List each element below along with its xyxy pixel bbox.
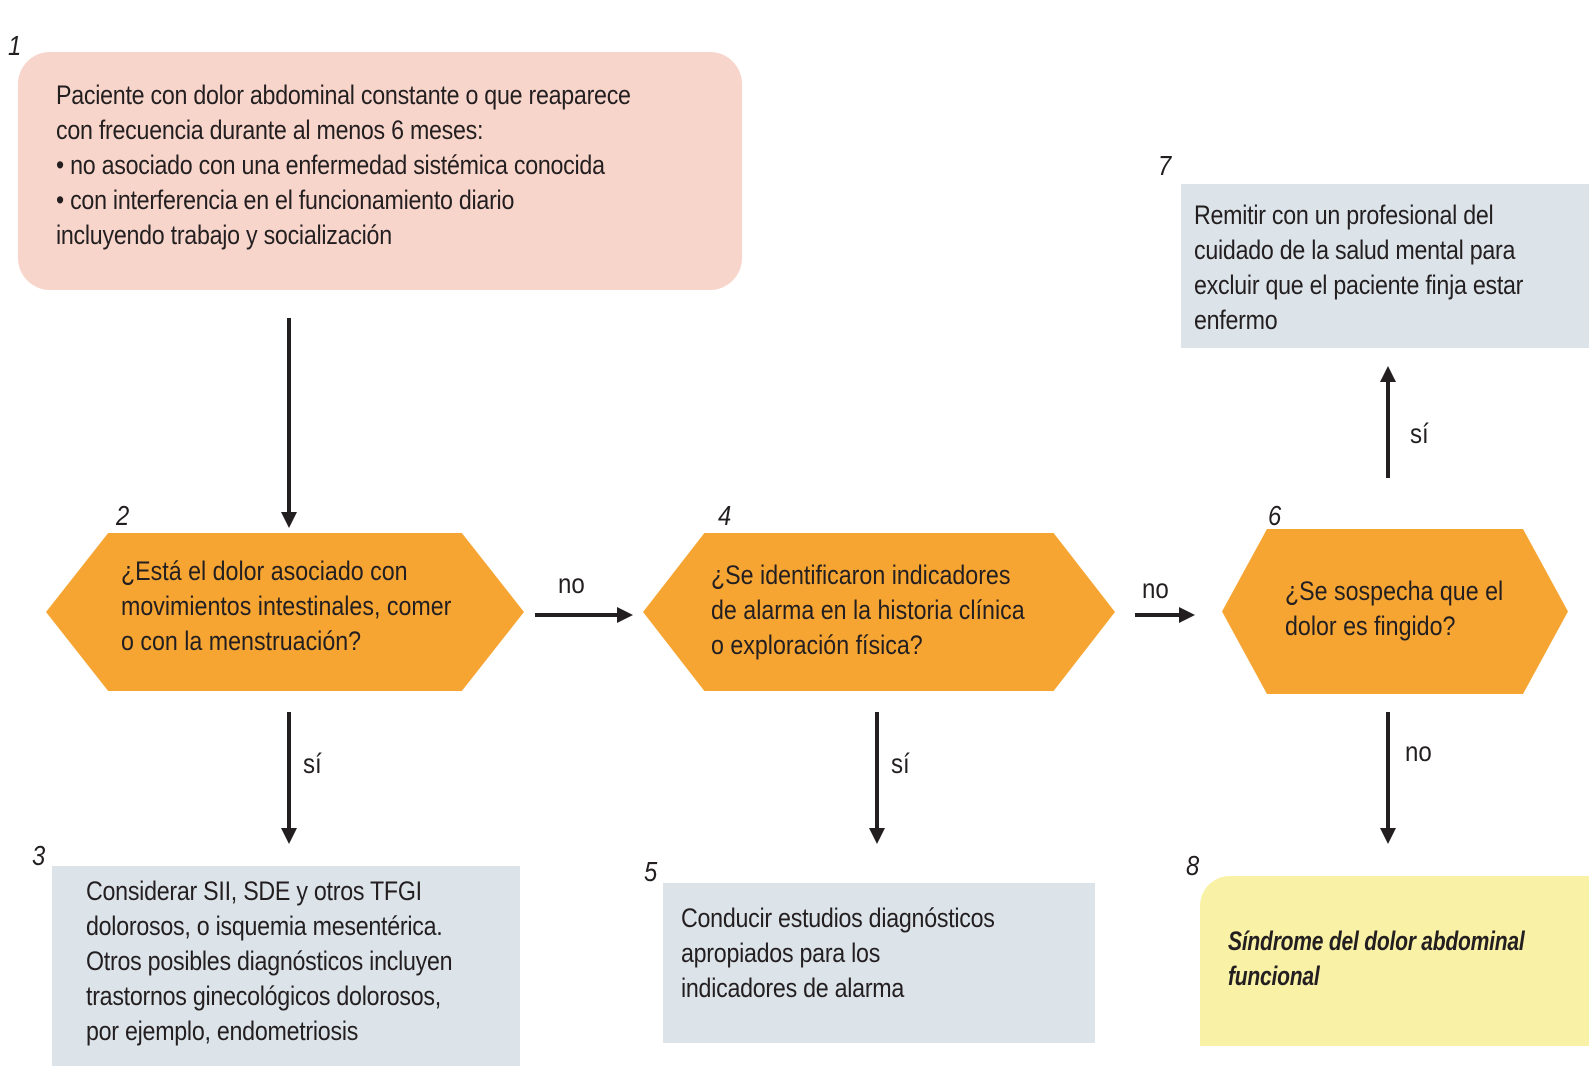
edge-label-4-to-5: sí (891, 748, 910, 779)
node-8-text: Síndrome del dolor abdominal funcional (1228, 926, 1525, 991)
node-4-text: ¿Se identificaron indicadores de alarma … (711, 560, 1025, 660)
node-6-number: 6 (1268, 500, 1282, 531)
node-5-text: Conducir estudios diagnósticos apropiado… (681, 903, 995, 1003)
node-5-action-box: Conducir estudios diagnósticos apropiado… (663, 883, 1095, 1043)
node-3-number: 3 (32, 840, 46, 871)
node-5-number: 5 (644, 856, 658, 887)
node-3-text: Considerar SII, SDE y otros TFGI doloros… (86, 876, 453, 1046)
edge-label-4-to-6: no (1142, 573, 1169, 604)
node-2-number: 2 (116, 500, 130, 531)
node-3-action-box: Considerar SII, SDE y otros TFGI doloros… (52, 866, 520, 1066)
node-2-decision-hexagon (46, 533, 524, 691)
node-4-decision-hexagon (643, 533, 1115, 691)
node-8-outcome-box: Síndrome del dolor abdominal funcional (1200, 876, 1589, 1046)
node-4-number: 4 (718, 500, 732, 531)
node-1-text: Paciente con dolor abdominal constante o… (56, 80, 631, 250)
edge-label-6-to-8: no (1405, 736, 1432, 767)
node-7-action-box: Remitir con un profesional del cuidado d… (1181, 184, 1589, 348)
edge-label-2-to-4: no (558, 568, 585, 599)
node-7-number: 7 (1158, 150, 1172, 181)
edge-label-2-to-3: sí (303, 748, 322, 779)
node-8-number: 8 (1186, 850, 1200, 881)
node-1-number: 1 (8, 30, 22, 61)
node-6-decision-hexagon (1222, 529, 1568, 694)
edge-label-6-to-7: sí (1410, 418, 1429, 449)
node-2-text: ¿Está el dolor asociado con movimientos … (121, 556, 452, 656)
node-7-text: Remitir con un profesional del cuidado d… (1194, 200, 1524, 335)
node-1-start-box: Paciente con dolor abdominal constante o… (18, 52, 742, 290)
node-6-text: ¿Se sospecha que el dolor es fingido? (1285, 576, 1504, 641)
